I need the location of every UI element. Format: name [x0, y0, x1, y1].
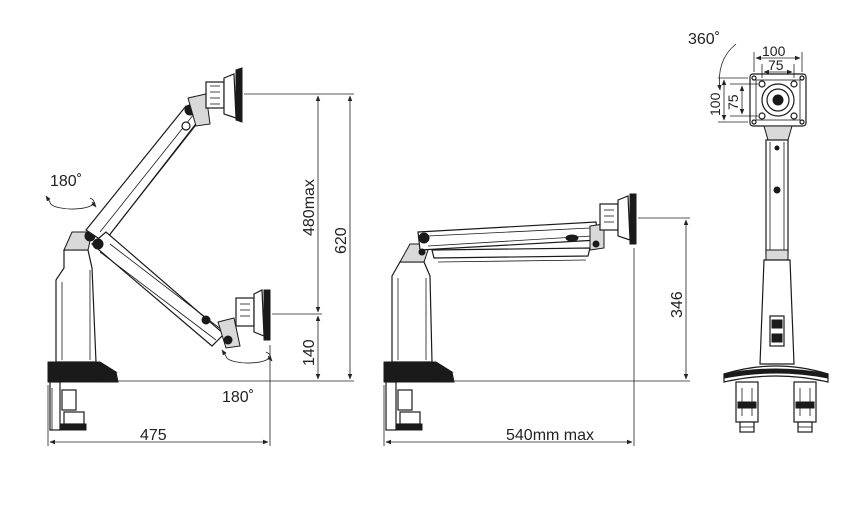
desk-clamp-left — [47, 371, 119, 431]
dimension-lines-middle — [383, 217, 690, 446]
view-extended-arm: 346 540mm max — [383, 193, 690, 446]
monitor-head-middle — [599, 193, 637, 245]
desk-clamp-middle — [383, 371, 455, 431]
pole-left — [47, 230, 118, 373]
reach-max-label: 540mm max — [506, 427, 594, 444]
upper-arm-raised — [85, 93, 211, 243]
monitor-head-top — [205, 67, 243, 123]
rotation-arrow-base — [45, 195, 97, 210]
vesa-outer-height-label: 100 — [707, 92, 723, 116]
vesa-inner-width-label: 75 — [768, 57, 784, 73]
arm-extended — [417, 221, 605, 263]
front-base — [723, 365, 829, 433]
rotation-arrow-head — [221, 349, 273, 364]
front-arm-column — [759, 125, 795, 365]
base-width-label: 475 — [140, 427, 167, 444]
dimension-lines-left — [47, 93, 354, 446]
rotation-arrow-front — [717, 43, 737, 91]
vesa-dimension-lines — [718, 52, 803, 123]
view-front: 360˚ 100 75 100 75 — [688, 31, 829, 433]
pole-middle — [383, 243, 454, 373]
rotation-label-front: 360˚ — [688, 31, 720, 48]
rotation-label-base: 180˚ — [50, 173, 82, 190]
height-total-label: 620 — [333, 227, 350, 254]
lower-arm-lowered — [91, 231, 241, 349]
vesa-plate — [749, 73, 807, 127]
view-articulated-arm: 180˚ 180˚ 480max 620 140 475 — [45, 67, 354, 446]
height-min-label: 140 — [301, 339, 318, 366]
rotation-label-head: 180˚ — [222, 389, 254, 406]
side-height-label: 346 — [669, 291, 686, 318]
monitor-head-bottom — [235, 289, 271, 341]
vesa-inner-height-label: 75 — [725, 94, 741, 110]
vesa-outer-width-label: 100 — [762, 43, 786, 59]
height-max-label: 480max — [301, 179, 318, 236]
